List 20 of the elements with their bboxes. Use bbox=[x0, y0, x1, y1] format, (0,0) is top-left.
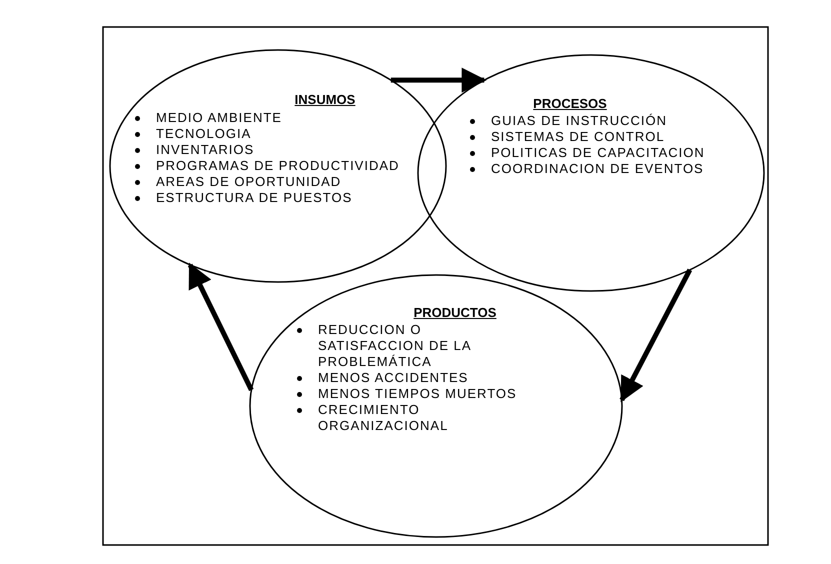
flow-arrow bbox=[188, 262, 254, 392]
bullet-item: GUIAS DE INSTRUCCIÓN bbox=[491, 113, 668, 128]
bullet-item: AREAS DE OPORTUNIDAD bbox=[156, 174, 342, 189]
section-heading: PRODUCTOS bbox=[414, 305, 496, 320]
bullet-item: ESTRUCTURA DE PUESTOS bbox=[156, 190, 352, 205]
section-heading: PROCESOS bbox=[533, 96, 607, 111]
bullet-item: REDUCCION O SATISFACCION DE LA PROBLEMÁTICA bbox=[318, 322, 471, 369]
bullet-item: SISTEMAS DE CONTROL bbox=[491, 129, 665, 144]
section-heading: INSUMOS bbox=[294, 92, 356, 107]
bullet-item: POLITICAS DE CAPACITACION bbox=[491, 145, 705, 160]
bullet-item: PROGRAMAS DE PRODUCTIVIDAD bbox=[156, 158, 400, 173]
bullet-item: COORDINACION DE EVENTOS bbox=[491, 161, 704, 176]
flow-arrow bbox=[620, 268, 692, 402]
bullet-item: TECNOLOGIA bbox=[156, 126, 252, 141]
bullet-item: INVENTARIOS bbox=[156, 142, 254, 157]
bullet-item: CRECIMIENTO ORGANIZACIONAL bbox=[318, 402, 448, 433]
bullet-item: MENOS TIEMPOS MUERTOS bbox=[318, 386, 517, 401]
bullet-item: MEDIO AMBIENTE bbox=[156, 110, 282, 125]
flow-arrow bbox=[390, 68, 487, 93]
bullet-item: MENOS ACCIDENTES bbox=[318, 370, 468, 385]
